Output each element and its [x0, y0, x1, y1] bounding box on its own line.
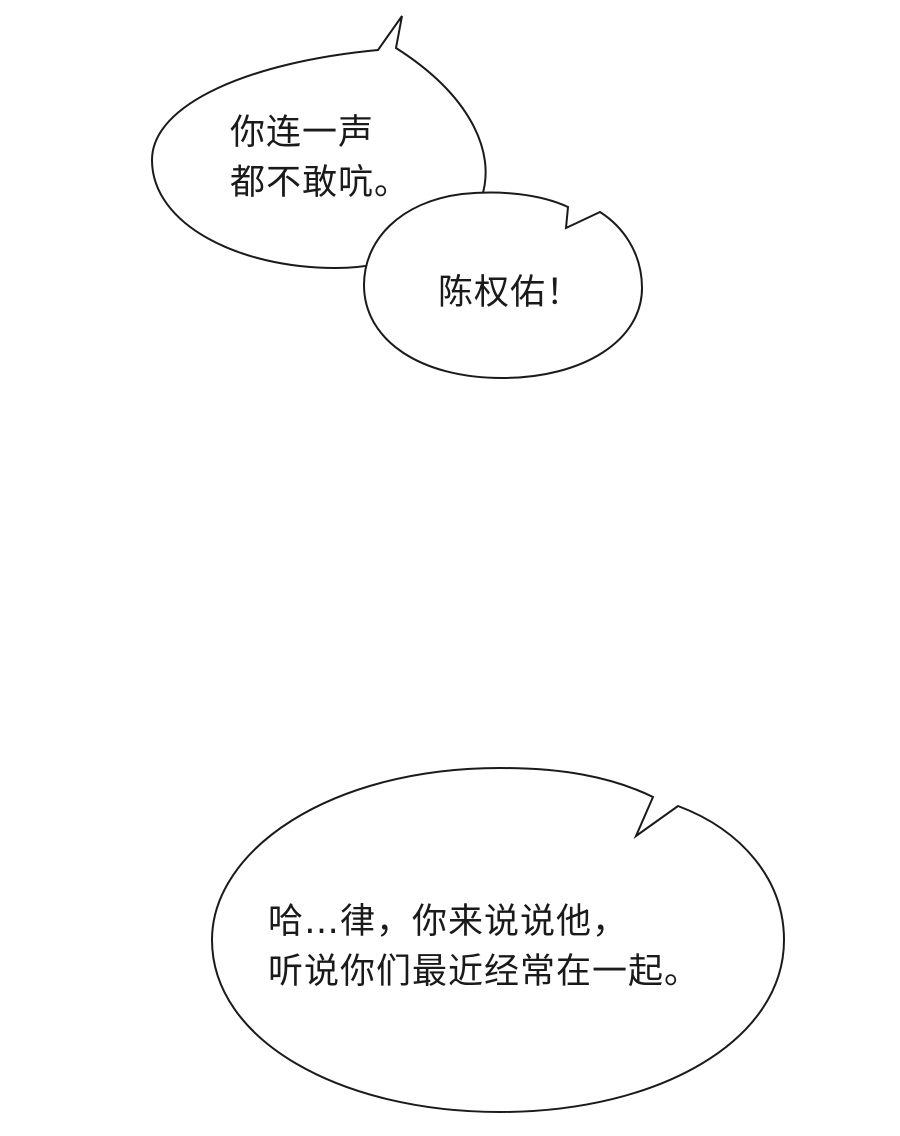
speech-bubble-1 — [150, 15, 487, 270]
speech-line: 你连一声 — [230, 113, 375, 153]
speech-line: 听说你们最近经常在一起。 — [268, 952, 701, 992]
speech-bubble-1-text: 你连一声 都不敢吭。 — [230, 108, 410, 208]
speech-line: 陈权佑！ — [438, 273, 583, 313]
speech-bubble-3-text: 哈…律，你来说说他， 听说你们最近经常在一起。 — [268, 897, 700, 997]
speech-bubble-2-text: 陈权佑！ — [438, 268, 582, 318]
speech-bubble-3 — [210, 766, 786, 1114]
speech-line: 哈…律，你来说说他， — [268, 902, 629, 942]
speech-bubble-2 — [362, 191, 644, 380]
speech-line: 都不敢吭。 — [230, 163, 411, 203]
